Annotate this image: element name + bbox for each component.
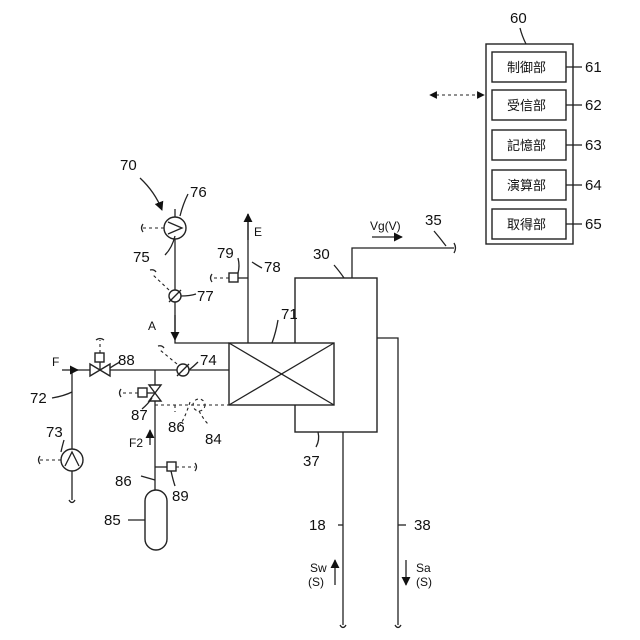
line-72-end — [69, 500, 75, 503]
flow-e-label: E — [254, 225, 262, 239]
leader-60 — [520, 28, 526, 44]
flow-sa-label: Sa — [416, 561, 431, 575]
leader-86b — [141, 476, 155, 480]
unit-calculation-label: 演算部 — [507, 178, 546, 194]
ref-75: 75 — [133, 249, 150, 266]
leader-30 — [334, 265, 344, 278]
flow-sw-label: Sw — [310, 561, 327, 575]
unit-control-label: 制御部 — [507, 61, 546, 76]
leader-78 — [252, 262, 262, 268]
pump-76-tail — [142, 224, 144, 232]
ref-76: 76 — [190, 184, 207, 201]
valve-87-top — [149, 385, 161, 393]
leader-73 — [61, 440, 64, 452]
leader-79 — [238, 258, 239, 273]
ref-73: 73 — [46, 424, 63, 441]
ref-60: 60 — [510, 10, 527, 27]
ref-37: 37 — [303, 453, 320, 470]
ref-84: 84 — [205, 431, 222, 448]
valve-88-left — [90, 364, 100, 376]
ref-77: 77 — [197, 288, 214, 305]
line-35 — [352, 248, 454, 278]
valve-87-actuator — [138, 388, 147, 397]
line-35-end — [454, 243, 456, 253]
ref-79: 79 — [217, 245, 234, 262]
ref-64: 64 — [585, 177, 602, 194]
leader-77 — [181, 294, 196, 296]
unit-acquisition-label: 取得部 — [507, 217, 546, 233]
ref-18: 18 — [309, 517, 326, 534]
line-38-end — [395, 625, 401, 628]
leader-76 — [180, 194, 188, 216]
valve-74-signal — [160, 350, 177, 364]
arrow-70 — [140, 178, 162, 210]
leader-89 — [171, 471, 175, 486]
controller-block — [430, 28, 582, 244]
unit-receiving-label: 受信部 — [507, 99, 546, 114]
ref-86-line: 86 — [115, 473, 132, 490]
flow-sa-s-label: (S) — [416, 575, 432, 589]
ref-38: 38 — [414, 517, 431, 534]
ref-35: 35 — [425, 212, 442, 229]
leader-72 — [52, 392, 72, 398]
flow-a-label: A — [148, 319, 156, 333]
valve-88-tail — [96, 339, 104, 341]
bypass-84-leader — [199, 411, 208, 424]
ref-72: 72 — [30, 390, 47, 407]
line-18-end — [340, 625, 346, 628]
ref-62: 62 — [585, 97, 602, 114]
pump-73-tail — [39, 456, 41, 464]
valve-77-signal — [152, 274, 169, 290]
ref-78: 78 — [264, 259, 281, 276]
ref-88: 88 — [118, 352, 135, 369]
ref-30: 30 — [313, 246, 330, 263]
ref-87: 87 — [131, 407, 148, 424]
flow-sw-s-label: (S) — [308, 575, 324, 589]
valve-74-tail — [158, 346, 164, 348]
flow-f2-label: F2 — [129, 436, 143, 450]
ref-86-bypass: 86 — [168, 419, 185, 436]
sensor-79-tail — [211, 274, 213, 282]
sensor-89-tail — [195, 463, 197, 471]
leader-74 — [189, 362, 198, 370]
line-38 — [377, 338, 398, 625]
line-72 — [72, 370, 83, 500]
valve-88-right — [100, 364, 110, 376]
leader-37 — [316, 432, 319, 447]
valve-77-tail — [150, 270, 156, 272]
leader-35 — [434, 231, 446, 246]
ref-63: 63 — [585, 137, 602, 154]
gas-cylinder-85 — [145, 490, 167, 550]
unit-storage-label: 記憶部 — [507, 138, 546, 154]
leader-71 — [272, 320, 278, 343]
valve-88-actuator — [95, 353, 104, 362]
ref-61: 61 — [585, 59, 602, 76]
ref-65: 65 — [585, 216, 602, 233]
ref-74: 74 — [200, 352, 217, 369]
ref-85: 85 — [104, 512, 121, 529]
ref-89: 89 — [172, 488, 189, 505]
ref-71: 71 — [281, 306, 298, 323]
valve-87-tail — [120, 389, 122, 397]
flow-vg-label: Vg(V) — [370, 219, 401, 233]
ref-70: 70 — [120, 157, 137, 174]
gas-line-86 — [120, 370, 230, 550]
flow-f-label: F — [52, 355, 59, 369]
sensor-79 — [229, 273, 238, 282]
sensor-89 — [167, 462, 176, 471]
